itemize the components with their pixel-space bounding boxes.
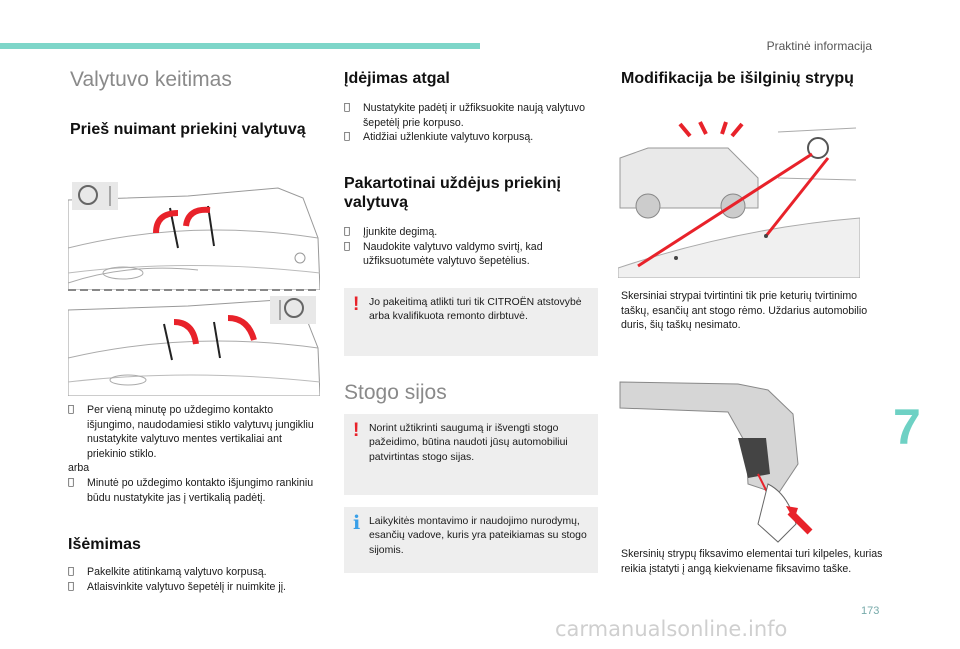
bullet-arrow-icon:  xyxy=(344,101,350,115)
chapter-number: 7 xyxy=(893,399,921,455)
step-item: Atidžiai užlenkiute valytuvo korpusą. xyxy=(344,130,594,145)
step-item: Nustatykite padėtį ir užfiksuokite nauj… xyxy=(344,101,594,130)
bullet-arrow-icon:  xyxy=(344,240,350,254)
bullet-arrow-icon:  xyxy=(344,130,350,144)
section-title: Praktinė informacija xyxy=(766,39,872,53)
page-title: Valytuvo keitimas xyxy=(70,68,232,91)
step-item: Naudokite valytuvo valdymo svirtį, kad … xyxy=(344,240,594,269)
wiper-illustration-1 xyxy=(68,178,320,290)
after-refit-steps: Įjunkite degimą. Naudokite valytuvo va… xyxy=(344,225,594,269)
bullet-arrow-icon:  xyxy=(344,225,350,239)
step-item: Pakelkite atitinkamą valytuvo korpusą. xyxy=(68,565,338,580)
roof-mount-description: Skersiniai strypai tvirtintini tik prie … xyxy=(621,290,868,332)
wiper-illustration-2 xyxy=(68,292,320,396)
heading-refit: Įdėjimas atgal xyxy=(344,70,450,87)
before-removal-steps: Per vieną minutę po uždegimo kontakto i… xyxy=(68,403,318,505)
info-note-roof-bars: i Laikykitės montavimo ir naudojimo nuro… xyxy=(344,507,598,573)
heading-modification: Modifikacija be išilginių strypų xyxy=(621,70,854,87)
info-icon: i xyxy=(353,512,361,534)
warning-note-dealer: ! Jo pakeitimą atlikti turi tik CITROËN … xyxy=(344,288,598,356)
step-item: Minutė po uždegimo kontakto išjungimo r… xyxy=(68,476,318,505)
crossbar-fixing-description: Skersinių strypų fiksavimo elementai tur… xyxy=(621,548,883,575)
header-accent-bar xyxy=(0,43,480,49)
bullet-arrow-icon:  xyxy=(68,565,74,579)
bullet-arrow-icon:  xyxy=(68,580,74,594)
warning-icon: ! xyxy=(353,294,360,315)
bullet-arrow-icon:  xyxy=(68,403,74,417)
step-item: Per vieną minutę po uždegimo kontakto i… xyxy=(68,403,318,461)
crossbar-fixing-illustration xyxy=(618,374,820,544)
step-item: Įjunkite degimą. xyxy=(344,225,594,240)
warning-note-roof-bars: ! Norint užtikrinti saugumą ir išvengti … xyxy=(344,414,598,495)
heading-before-removal: Prieš nuimant priekinį valytuvą xyxy=(70,121,306,138)
roof-mount-illustration xyxy=(618,118,860,278)
refit-steps: Nustatykite padėtį ir užfiksuokite nauj… xyxy=(344,101,594,145)
step-item: arba xyxy=(68,462,90,475)
warning-icon: ! xyxy=(353,420,360,441)
page-number: 173 xyxy=(861,605,880,617)
heading-roof-bars: Stogo sijos xyxy=(344,381,447,404)
step-item: Atlaisvinkite valytuvo šepetėlį ir nuim… xyxy=(68,580,338,595)
heading-removal: Išėmimas xyxy=(68,536,141,553)
heading-after-refit: Pakartotinai uždėjus priekinį valytuvą xyxy=(344,175,561,212)
removal-steps: Pakelkite atitinkamą valytuvo korpusą. … xyxy=(68,565,338,594)
bullet-arrow-icon:  xyxy=(68,476,74,490)
watermark: carmanualsonline.info xyxy=(555,617,788,641)
divider-dashed xyxy=(68,289,320,291)
